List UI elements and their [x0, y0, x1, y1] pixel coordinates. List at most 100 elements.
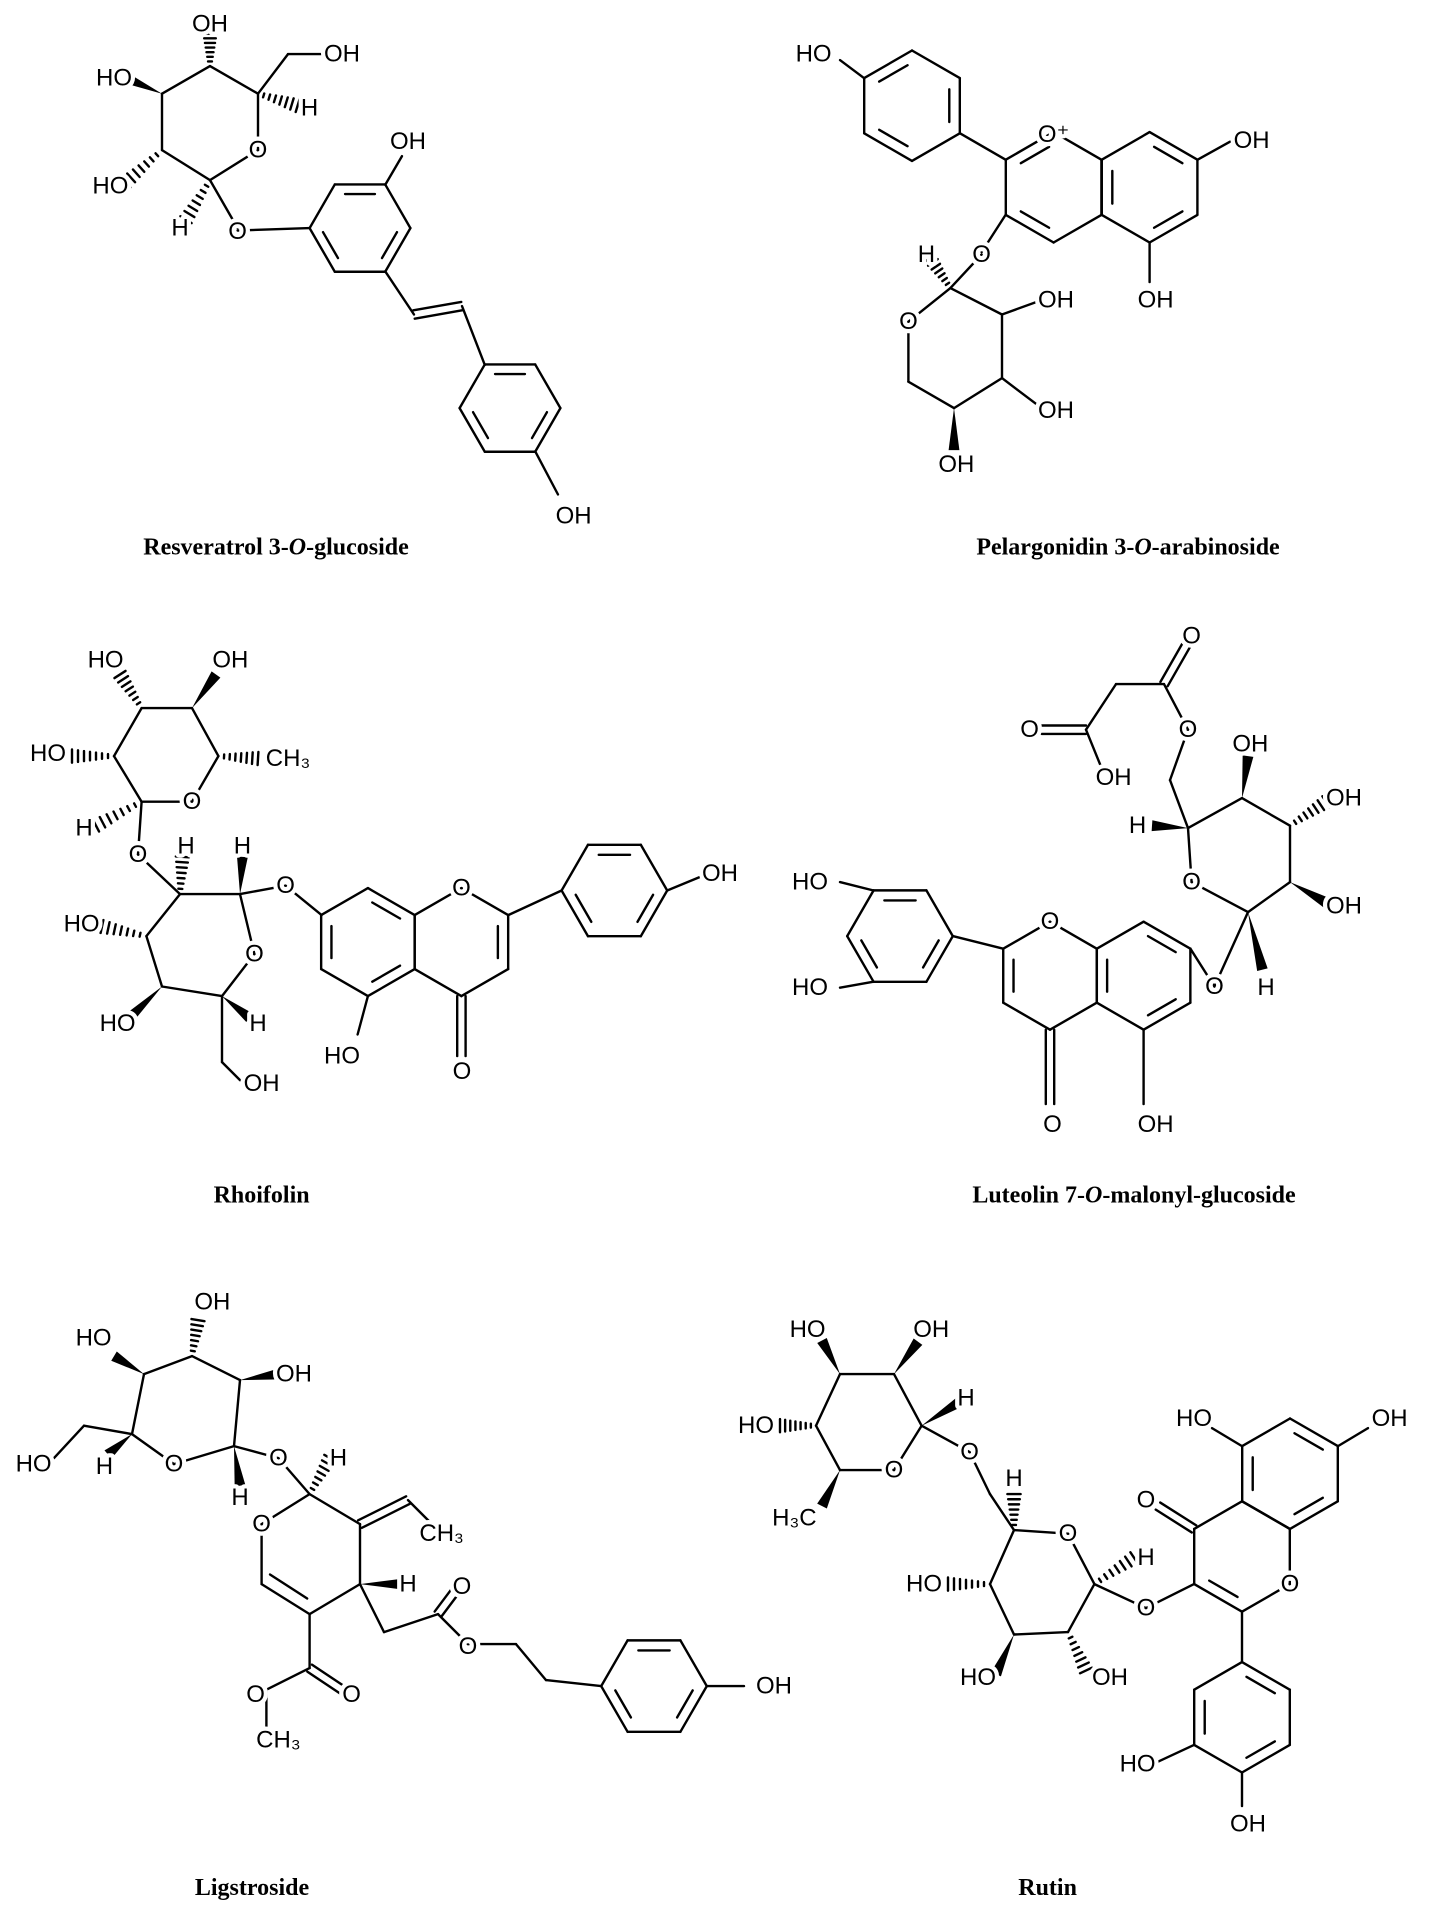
bond	[892, 1372, 923, 1427]
bond	[460, 967, 510, 998]
wedge-bond	[921, 1397, 963, 1426]
bond	[1084, 682, 1118, 731]
bond	[1288, 1417, 1340, 1448]
bond	[384, 183, 412, 230]
atom-label: HO	[30, 740, 66, 767]
atom-label: H	[231, 1484, 248, 1511]
atom-label: CH₃	[256, 1727, 300, 1754]
atom-label: HO	[906, 1571, 942, 1598]
hash-bond	[137, 164, 146, 173]
hash-bond	[112, 810, 119, 821]
hash-bond	[105, 813, 113, 825]
bond	[814, 1372, 842, 1427]
bond	[533, 450, 560, 496]
bond	[1192, 1660, 1244, 1691]
hash-bond	[289, 97, 295, 111]
bond	[1336, 1426, 1370, 1448]
hash-bond	[309, 1486, 316, 1492]
bond	[968, 1450, 992, 1496]
atom-label: OH	[1234, 127, 1270, 154]
bond	[220, 952, 256, 998]
bond	[1186, 796, 1244, 830]
bond	[458, 406, 486, 453]
bond	[1066, 1582, 1096, 1634]
hash-bond	[187, 204, 199, 213]
bond	[1192, 1582, 1244, 1613]
bond	[533, 406, 562, 453]
bond	[160, 148, 212, 182]
atom-label: O	[452, 875, 471, 902]
hash-bond	[190, 1317, 206, 1323]
bond	[308, 226, 336, 273]
hash-bond	[1073, 1651, 1084, 1658]
atom-label: O	[1182, 869, 1201, 896]
bond	[310, 1663, 346, 1688]
bond	[988, 1528, 1016, 1586]
atom-label: H	[1129, 812, 1146, 839]
atom-label: HO	[738, 1412, 774, 1439]
hash-bond	[112, 923, 117, 936]
compound-name-rutin: Rutin	[1018, 1875, 1077, 1901]
atom-label: HO	[1120, 1751, 1156, 1778]
hash-bond	[1071, 1645, 1081, 1652]
hash-bond	[1067, 1635, 1074, 1640]
wedge-bond	[817, 1470, 840, 1509]
atom-label: O	[1137, 1487, 1156, 1514]
bond	[1144, 1582, 1196, 1610]
atom-label: O	[453, 1573, 472, 1600]
bond	[1240, 1417, 1292, 1448]
bond	[366, 886, 416, 917]
hash-bond	[316, 1470, 327, 1477]
bond	[160, 985, 224, 998]
bond	[356, 994, 370, 1036]
bond	[877, 64, 909, 83]
wedge-bond	[948, 408, 960, 451]
bond	[238, 892, 256, 956]
hash-bond	[278, 95, 284, 106]
bond	[1196, 140, 1232, 161]
atom-label: O	[246, 1681, 265, 1708]
atom-label: O	[1205, 973, 1224, 1000]
hash-bond	[1078, 1666, 1094, 1675]
atom-label: H	[918, 241, 935, 268]
hash-bond	[190, 1333, 201, 1338]
bond	[1100, 130, 1151, 161]
bond	[1146, 934, 1177, 954]
bond	[112, 706, 143, 758]
bond	[319, 886, 370, 917]
bond	[406, 1498, 434, 1526]
wedge-bond	[360, 1578, 402, 1590]
hash-bond	[126, 172, 137, 184]
hash-bond	[175, 871, 187, 875]
bond	[1148, 130, 1199, 161]
bond	[384, 154, 404, 187]
bond	[544, 1678, 603, 1688]
bond	[1095, 1001, 1145, 1031]
atom-label: OH	[194, 1289, 230, 1316]
wedge-bond	[1290, 882, 1329, 908]
atom-label: O	[249, 137, 268, 164]
bond	[675, 1689, 694, 1719]
atom-label: O	[245, 941, 264, 968]
atom-label: O	[228, 218, 247, 245]
bond	[679, 1639, 708, 1688]
hash-bond	[1302, 811, 1309, 820]
bond	[1213, 910, 1250, 988]
bond	[1048, 920, 1098, 950]
bond	[1052, 130, 1103, 161]
bond	[838, 58, 866, 80]
bond	[1012, 1528, 1070, 1535]
atom-label: O	[885, 1457, 904, 1484]
bond	[1142, 920, 1192, 950]
atom-label: O	[459, 1633, 478, 1660]
atom-label: OH	[1372, 1405, 1408, 1432]
bond	[371, 901, 402, 920]
bond	[142, 1354, 194, 1376]
bond	[232, 1444, 280, 1460]
wedge-bond	[222, 996, 253, 1022]
hash-bond	[98, 815, 107, 829]
bond	[907, 380, 956, 410]
hash-bond	[125, 927, 130, 937]
bonds-layer	[52, 32, 1370, 1808]
hash-bond	[1075, 1656, 1087, 1663]
